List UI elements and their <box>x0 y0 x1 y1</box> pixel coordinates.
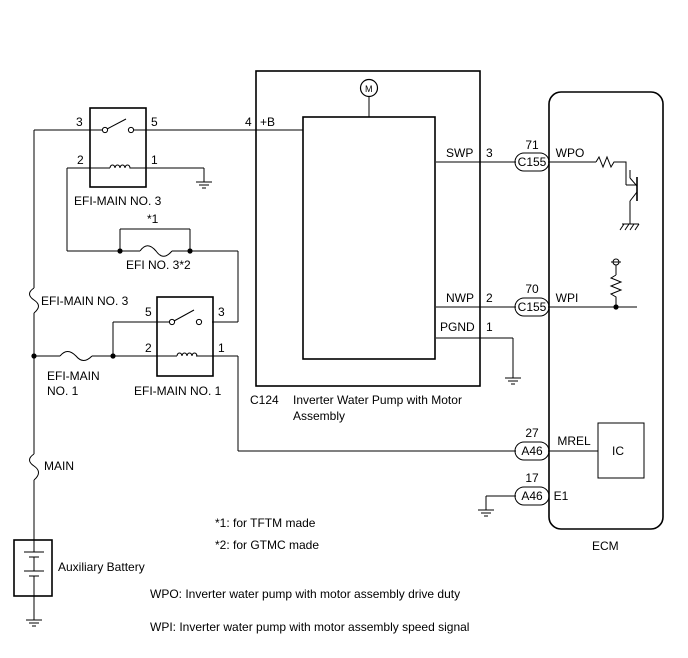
motor-symbol: M <box>365 84 373 94</box>
connector-mrel: 27 A46 MREL <box>514 426 591 461</box>
fuse-efi-main-label-2: NO. 1 <box>47 384 79 398</box>
fuse-efi-main: EFI-MAIN NO. 1 <box>47 351 100 398</box>
connector-wpo: 71 C155 WPO <box>514 138 585 172</box>
connector-label: C155 <box>518 300 547 314</box>
relay1-coil-a: 2 <box>145 341 152 355</box>
fuse-efi-main3: EFI-MAIN NO. 3 <box>29 287 129 314</box>
ic-label: IC <box>612 444 624 458</box>
pump-title-2: Assembly <box>293 409 345 423</box>
relay1-coil-b: 1 <box>218 341 225 355</box>
relay1-pin-in: 5 <box>145 305 152 319</box>
signal-label: MREL <box>557 434 591 448</box>
relay1-label: EFI-MAIN NO. 1 <box>134 384 222 398</box>
connector-label: A46 <box>521 489 543 503</box>
connector-label: A46 <box>521 444 543 458</box>
fuse-efi-no3-note: *1 <box>147 212 159 226</box>
relay3-pin-out: 5 <box>151 115 158 129</box>
legend-wpo: WPO: Inverter water pump with motor asse… <box>150 587 460 601</box>
pump-pin-b-label: +B <box>260 115 275 129</box>
transistor-icon <box>595 155 640 231</box>
legend-wpi: WPI: Inverter water pump with motor asse… <box>150 620 469 634</box>
connector-wpi: 70 C155 WPI <box>514 282 579 317</box>
relay1-pin-out: 3 <box>218 305 225 319</box>
fuse-efi-no3-label: EFI NO. 3*2 <box>126 258 191 272</box>
signal-label: WPI <box>556 291 579 305</box>
motor-icon: M <box>359 78 379 98</box>
pump-pin-pgnd-label: PGND <box>440 320 475 334</box>
relay-efi-main-3: 3 5 2 1 EFI-MAIN NO. 3 <box>74 107 162 208</box>
pump-title-1: Inverter Water Pump with Motor <box>293 393 462 407</box>
pin-num: 17 <box>525 471 539 485</box>
note-2: *2: for GTMC made <box>215 538 319 552</box>
pullup-resistor-icon <box>609 258 623 307</box>
ground-icon <box>26 619 42 627</box>
battery-label: Auxiliary Battery <box>58 560 145 574</box>
fuse-main-label: MAIN <box>44 459 74 473</box>
pump-pin-nwp-num: 2 <box>486 291 493 305</box>
ground-icon <box>196 181 212 189</box>
ecm-unit: ECM IC <box>548 91 664 553</box>
connector-label: C155 <box>518 155 547 169</box>
fuse-efi-no3: *1 EFI NO. 3*2 <box>126 212 191 272</box>
relay3-coil-a: 2 <box>77 153 84 167</box>
pump-pin-pgnd-num: 1 <box>486 320 493 334</box>
pin-num: 71 <box>525 138 539 152</box>
ecm-label: ECM <box>592 539 619 553</box>
pump-pin-swp-label: SWP <box>446 146 473 160</box>
relay3-coil-b: 1 <box>151 153 158 167</box>
pump-pin-swp-num: 3 <box>486 146 493 160</box>
relay3-label: EFI-MAIN NO. 3 <box>74 194 162 208</box>
pin-num: 27 <box>525 426 539 440</box>
ground-icon <box>505 377 521 385</box>
fuse-main: MAIN <box>29 453 74 481</box>
signal-label: WPO <box>556 146 585 160</box>
connector-e1: 17 A46 E1 <box>514 471 569 506</box>
pump-pin-nwp-label: NWP <box>446 291 474 305</box>
inverter-water-pump: M 4 +B SWP 3 NWP 2 PGND 1 C124 Inverter … <box>245 70 493 423</box>
junction-dots <box>31 248 619 359</box>
footnotes: *1: for TFTM made *2: for GTMC made <box>215 516 319 552</box>
signal-legend: WPO: Inverter water pump with motor asse… <box>150 587 469 634</box>
relay3-pin-in: 3 <box>76 115 83 129</box>
pump-connector: C124 <box>250 393 279 407</box>
fuse-efi-main-label-1: EFI-MAIN <box>47 369 100 383</box>
signal-label: E1 <box>554 489 569 503</box>
wires <box>33 129 637 620</box>
pin-num: 70 <box>525 282 539 296</box>
ground-icon <box>478 509 494 517</box>
relay-efi-main-1: 5 3 2 1 EFI-MAIN NO. 1 <box>134 296 225 398</box>
note-1: *1: for TFTM made <box>215 516 316 530</box>
auxiliary-battery: Auxiliary Battery <box>13 539 145 597</box>
fuse-efi-main3-label: EFI-MAIN NO. 3 <box>41 294 129 308</box>
pump-pin-b-num: 4 <box>245 115 252 129</box>
